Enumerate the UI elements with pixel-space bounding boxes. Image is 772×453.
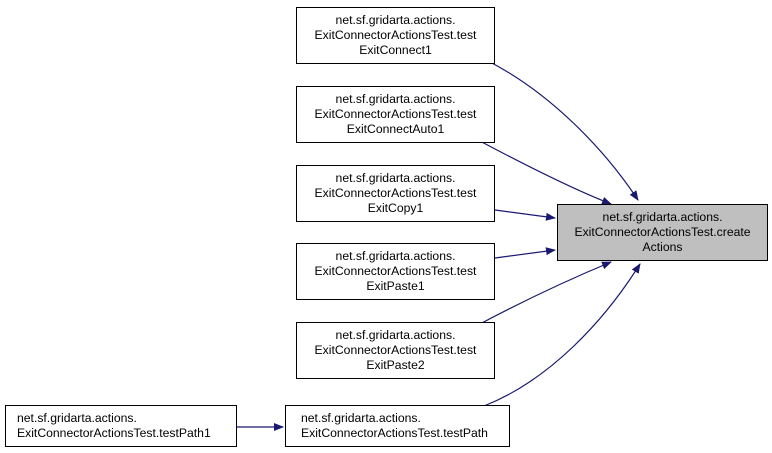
node-label-line: net.sf.gridarta.actions. bbox=[335, 171, 456, 185]
node-label-line: net.sf.gridarta.actions. bbox=[17, 411, 137, 425]
node-label-line: net.sf.gridarta.actions. bbox=[335, 328, 456, 342]
node-label-line: ExitConnectorActionsTest.testPath bbox=[301, 426, 488, 440]
edge-testExitPaste1-to-createActions bbox=[494, 247, 556, 259]
node-label-line: net.sf.gridarta.actions. bbox=[335, 92, 456, 106]
node-label-line: net.sf.gridarta.actions. bbox=[335, 13, 456, 27]
node-label-line: ExitPaste1 bbox=[366, 279, 425, 293]
node-label-line: net.sf.gridarta.actions. bbox=[335, 249, 456, 263]
node-label-line: Actions bbox=[642, 240, 683, 254]
edge-testExitPaste2-to-createActions bbox=[477, 261, 612, 326]
node-label-line: ExitConnectorActionsTest.create bbox=[574, 225, 751, 239]
node-label-line: ExitConnectorActionsTest.test bbox=[314, 343, 477, 357]
node-label-line: net.sf.gridarta.actions. bbox=[301, 411, 421, 425]
node-test-path[interactable]: net.sf.gridarta.actions. ExitConnectorAc… bbox=[285, 405, 510, 447]
node-test-exit-connect-auto1[interactable]: net.sf.gridarta.actions. ExitConnectorAc… bbox=[296, 86, 495, 143]
node-test-exit-paste2[interactable]: net.sf.gridarta.actions. ExitConnectorAc… bbox=[296, 322, 495, 379]
edge-testPath-to-createActions bbox=[483, 263, 641, 407]
edge-testExitCopy1-to-createActions bbox=[494, 209, 556, 221]
node-label-line: net.sf.gridarta.actions. bbox=[602, 210, 723, 224]
node-label-line: ExitConnectAuto1 bbox=[346, 122, 445, 136]
node-label-line: ExitCopy1 bbox=[367, 201, 424, 215]
node-label-line: ExitConnect1 bbox=[359, 43, 432, 57]
node-create-actions[interactable]: net.sf.gridarta.actions. ExitConnectorAc… bbox=[557, 204, 768, 261]
node-test-exit-paste1[interactable]: net.sf.gridarta.actions. ExitConnectorAc… bbox=[296, 243, 495, 300]
edge-testExitConnectAuto1-to-createActions bbox=[477, 139, 612, 205]
node-label-line: ExitPaste2 bbox=[366, 358, 425, 372]
node-test-exit-connect1[interactable]: net.sf.gridarta.actions. ExitConnectorAc… bbox=[296, 7, 495, 64]
node-label-line: ExitConnectorActionsTest.testPath1 bbox=[17, 426, 211, 440]
node-label-line: ExitConnectorActionsTest.test bbox=[314, 28, 477, 42]
node-label-line: ExitConnectorActionsTest.test bbox=[314, 186, 477, 200]
node-test-path1[interactable]: net.sf.gridarta.actions. ExitConnectorAc… bbox=[5, 405, 237, 447]
edge-testExitConnect1-to-createActions bbox=[485, 59, 639, 201]
node-label-line: ExitConnectorActionsTest.test bbox=[314, 264, 477, 278]
node-test-exit-copy1[interactable]: net.sf.gridarta.actions. ExitConnectorAc… bbox=[296, 165, 495, 222]
node-label-line: ExitConnectorActionsTest.test bbox=[314, 107, 477, 121]
